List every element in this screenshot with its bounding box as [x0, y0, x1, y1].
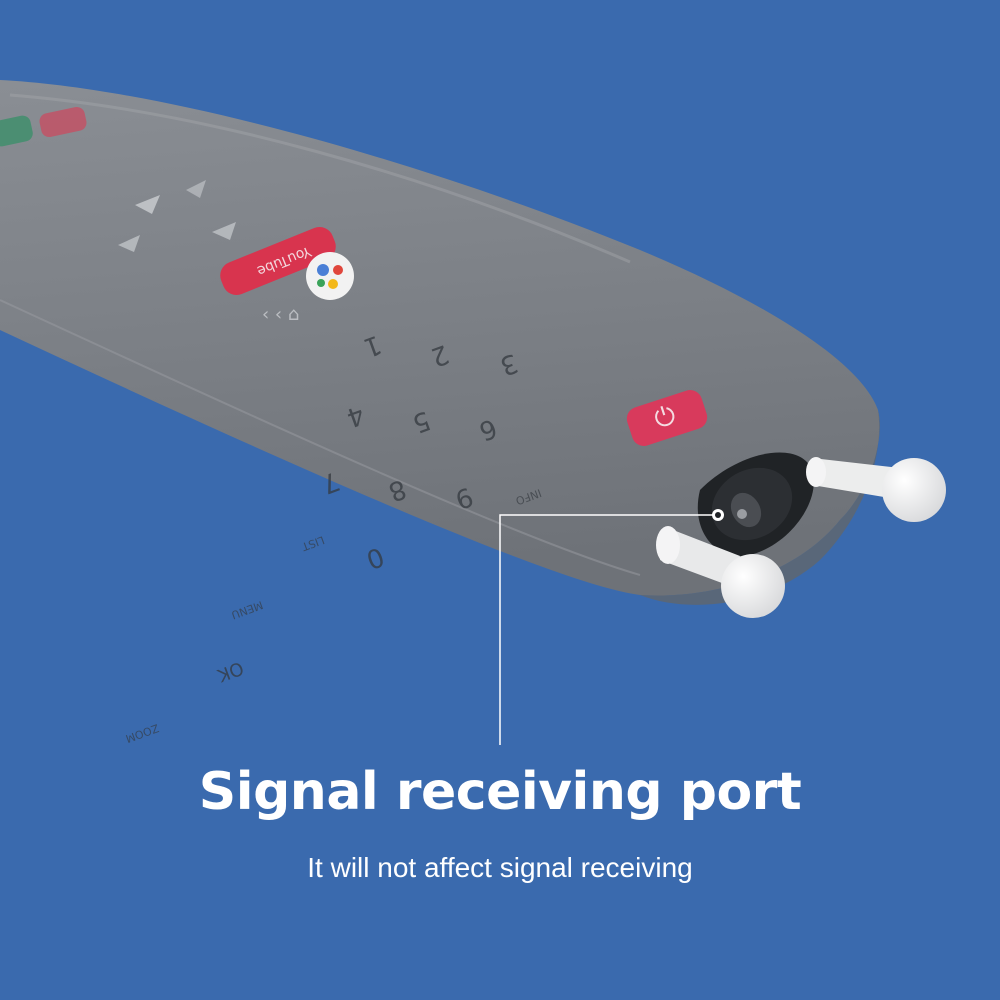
knob-stem-right — [812, 458, 902, 500]
arrow-down-icon — [186, 180, 206, 198]
remote-end-cap — [697, 452, 814, 556]
arrow-up-icon — [135, 195, 160, 214]
callout-line — [499, 509, 724, 745]
key-menu: MENU — [229, 598, 264, 621]
assistant-icon — [317, 264, 329, 276]
key-list: LIST — [300, 533, 326, 553]
key-0: 0 — [362, 540, 388, 574]
knob-ball-left — [721, 554, 785, 618]
power-button — [626, 390, 708, 446]
silicone-knobs — [656, 457, 946, 618]
key-ok: OK — [214, 657, 247, 686]
red-button — [39, 106, 87, 138]
youtube-button — [220, 226, 336, 296]
green-button — [0, 115, 33, 147]
knob-ball-right — [882, 458, 946, 522]
key-zoom: ZOOM — [124, 721, 161, 745]
caption-subtitle: It will not affect signal receiving — [307, 852, 693, 883]
caption-title: Signal receiving port — [198, 762, 802, 822]
knob-stem-left — [660, 528, 740, 586]
back-icon: ‹ ‹ ⌂ — [262, 304, 299, 325]
remote-cover — [0, 80, 880, 605]
assistant-button — [306, 252, 354, 300]
arrow-left-icon — [118, 235, 140, 252]
arrow-right-icon — [212, 222, 236, 240]
